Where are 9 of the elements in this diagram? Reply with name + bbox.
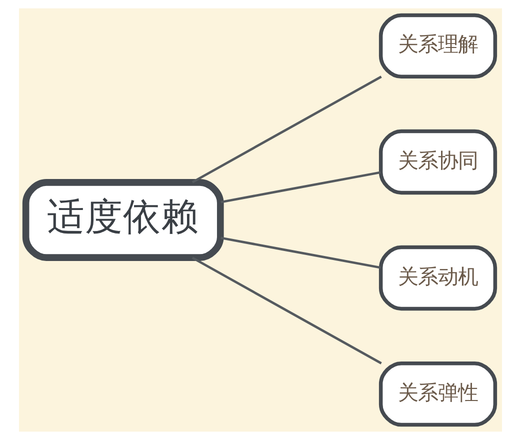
node-box: 适度依赖 xyxy=(22,179,224,261)
connector xyxy=(191,76,382,184)
node-box: 关系协同 xyxy=(378,129,497,195)
connector xyxy=(220,236,380,269)
node-box: 关系理解 xyxy=(378,13,497,79)
connector xyxy=(220,171,380,204)
connector xyxy=(191,256,382,364)
node-box: 关系动机 xyxy=(378,245,497,311)
node-box: 关系弹性 xyxy=(378,361,497,427)
